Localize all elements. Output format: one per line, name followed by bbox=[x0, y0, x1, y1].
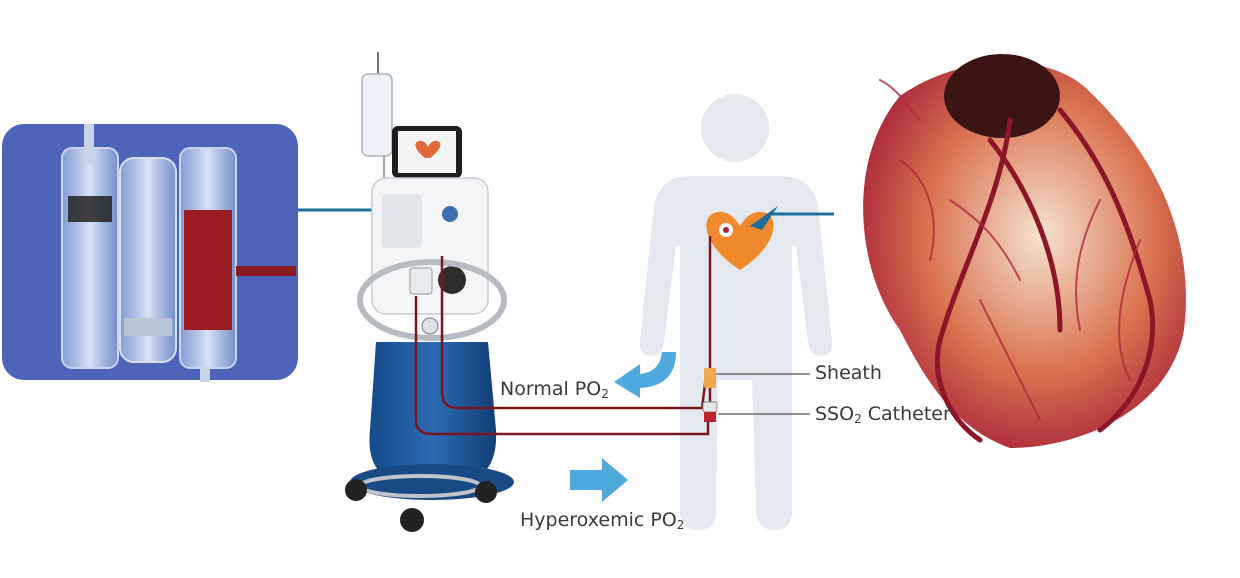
cartridge-inset-panel bbox=[2, 124, 298, 382]
sheath-label: Sheath bbox=[815, 362, 882, 384]
hyperoxemic-po2-label: Hyperoxemic PO2 bbox=[520, 509, 685, 532]
heart-pointer-arrow bbox=[750, 206, 834, 230]
patient-silhouette bbox=[639, 94, 833, 530]
catheter-connectors bbox=[702, 368, 718, 422]
oxygenation-console bbox=[345, 52, 514, 532]
normal-flow-arrow bbox=[614, 352, 676, 398]
sso2-catheter-label: SSO2 Catheter bbox=[815, 403, 951, 426]
supply-line bbox=[414, 296, 710, 436]
coronary-heart-image bbox=[863, 54, 1186, 448]
return-line bbox=[440, 256, 708, 410]
hyperoxemic-flow-arrow bbox=[570, 458, 628, 502]
normal-po2-label: Normal PO2 bbox=[500, 378, 609, 401]
